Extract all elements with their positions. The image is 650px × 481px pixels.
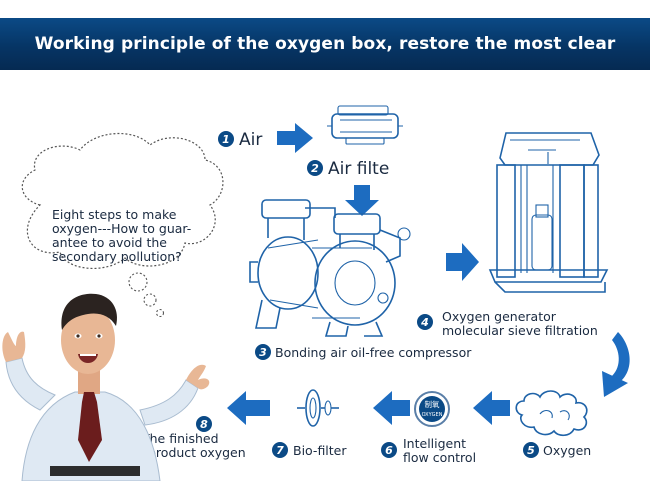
step-6-label-line-2: flow control — [403, 450, 476, 465]
bio-filter-icon — [297, 389, 339, 427]
bubble-line-1: Eight steps to make — [52, 207, 177, 222]
thought-bubble: Eight steps to make oxygen---How to guar… — [21, 133, 224, 318]
arrow-compressor-to-generator — [446, 243, 479, 281]
oxygen-cloud-icon — [515, 390, 588, 437]
arrow-generator-to-oxygen — [602, 332, 630, 397]
step-8-product-oxygen: 8 The finished product oxygen — [141, 416, 246, 460]
step-7-bio-filter: 7 Bio-filter — [272, 442, 347, 458]
page-title: Working principle of the oxygen box, res… — [34, 34, 616, 106]
step-2-air-filter: 2 Air filte — [307, 159, 389, 179]
step-2-label: Air filte — [328, 159, 389, 179]
step-1-air: 1 Air — [218, 130, 262, 150]
step-8-label-line-1: The finished — [141, 431, 219, 446]
header-banner: Working principle of the oxygen box, res… — [0, 18, 650, 106]
step-3-compressor: 3 Bonding air oil-free compressor — [255, 344, 472, 360]
flow-badge-top-text: 制氧 — [425, 399, 440, 409]
bubble-line-2: oxygen---How to guar- — [52, 221, 191, 236]
arrow-air-to-filter — [277, 123, 313, 153]
oxygen-generator-icon — [488, 132, 609, 293]
bubble-line-3: antee to avoid the — [52, 235, 167, 250]
step-4-label-line-1: Oxygen generator — [442, 309, 557, 324]
step-8-label-line-2: product oxygen — [148, 445, 246, 460]
step-8-number: 8 — [200, 418, 208, 431]
step-3-number: 3 — [259, 346, 267, 359]
step-6-label-line-1: Intelligent — [403, 436, 466, 451]
step-5-number: 5 — [527, 444, 535, 457]
step-4-oxygen-generator: 4 Oxygen generator molecular sieve filtr… — [417, 309, 598, 338]
flow-badge-bottom-text: OXYGEN — [422, 412, 443, 418]
process-diagram: Eight steps to make oxygen---How to guar… — [0, 70, 650, 481]
step-6-flow-control: 6 Intelligent flow control — [381, 436, 476, 465]
step-1-label: Air — [239, 130, 262, 150]
arrow-flow-to-biofilter — [373, 391, 410, 425]
step-5-oxygen: 5 Oxygen — [523, 442, 591, 458]
bubble-line-4: secondary pollution? — [52, 249, 182, 264]
step-3-label: Bonding air oil-free compressor — [275, 345, 472, 360]
step-6-number: 6 — [385, 444, 393, 457]
arrow-oxygen-to-flow — [473, 391, 510, 425]
step-4-label-line-2: molecular sieve filtration — [442, 323, 598, 338]
step-1-number: 1 — [222, 133, 230, 146]
step-4-number: 4 — [420, 316, 429, 329]
step-5-label: Oxygen — [543, 443, 591, 458]
flow-control-badge: 制氧 OXYGEN — [414, 391, 450, 427]
excited-man-illustration — [2, 293, 210, 481]
air-filter-icon — [327, 105, 403, 145]
arrow-biofilter-to-product — [227, 391, 270, 425]
arrow-filter-to-compressor — [345, 185, 379, 216]
step-7-number: 7 — [276, 444, 284, 457]
step-2-number: 2 — [311, 162, 319, 175]
step-7-label: Bio-filter — [293, 443, 347, 458]
compressor-icon — [249, 199, 411, 337]
